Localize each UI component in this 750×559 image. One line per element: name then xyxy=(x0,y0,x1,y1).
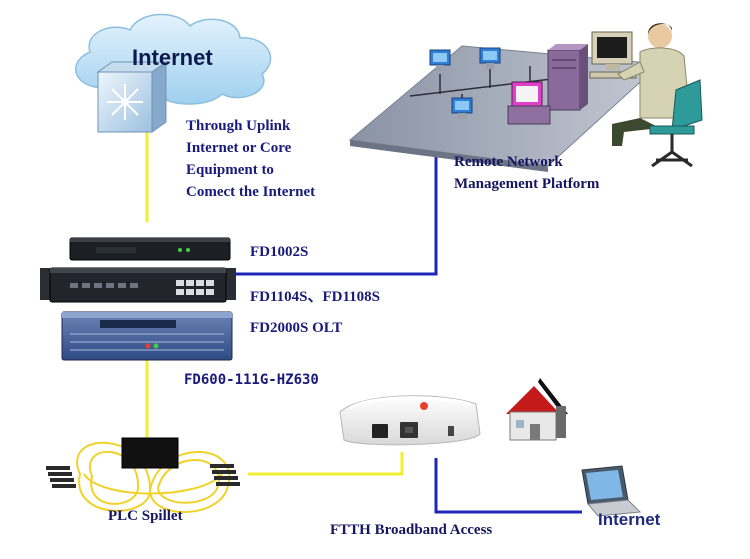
plc-splitter-icon xyxy=(46,437,240,513)
ftth-label: FTTH Broadband Access xyxy=(330,522,493,538)
uplink-label-line-2: Internet or Core xyxy=(186,140,292,156)
operator-icon xyxy=(589,23,703,168)
internet-bottom-label: Internet xyxy=(598,510,661,529)
uplink-label-line-4: Comect the Internet xyxy=(186,184,316,200)
onu-modem-icon xyxy=(339,395,481,446)
remote-label-line-1: Remote Network xyxy=(454,154,563,170)
remote-label-line-2: Management Platform xyxy=(454,176,600,192)
rack-device-fd1104s xyxy=(40,267,236,303)
fd1104s-label: FD1104S、FD1108S xyxy=(250,289,381,305)
rack-device-fd1002s xyxy=(69,237,231,261)
router-switch-icon xyxy=(96,61,168,133)
splitter-to-onu-line xyxy=(248,452,404,476)
onu-to-laptop-line xyxy=(434,458,582,514)
onu-model-label: FD600-111G-HZ630 xyxy=(184,372,319,388)
network-platform-icon xyxy=(348,44,662,172)
rack-device-fd2000s-olt xyxy=(61,311,233,361)
workstation-icon xyxy=(429,49,451,71)
fd1002s-label: FD1002S xyxy=(250,244,309,260)
monitor-icon xyxy=(507,81,551,125)
laptop-icon xyxy=(581,465,642,517)
workstation-icon xyxy=(479,47,501,69)
server-icon xyxy=(547,44,588,111)
fd2000s-label: FD2000S OLT xyxy=(250,320,343,336)
plc-splitter-label: PLC Spillet xyxy=(108,508,183,524)
internet-cloud-label: Internet xyxy=(132,45,213,70)
workstation-icon xyxy=(451,97,473,119)
uplink-label-line-1: Through Uplink xyxy=(186,118,291,134)
uplink-label-line-3: Equipment to xyxy=(186,162,274,178)
management-line xyxy=(232,140,438,276)
house-icon xyxy=(506,378,568,441)
